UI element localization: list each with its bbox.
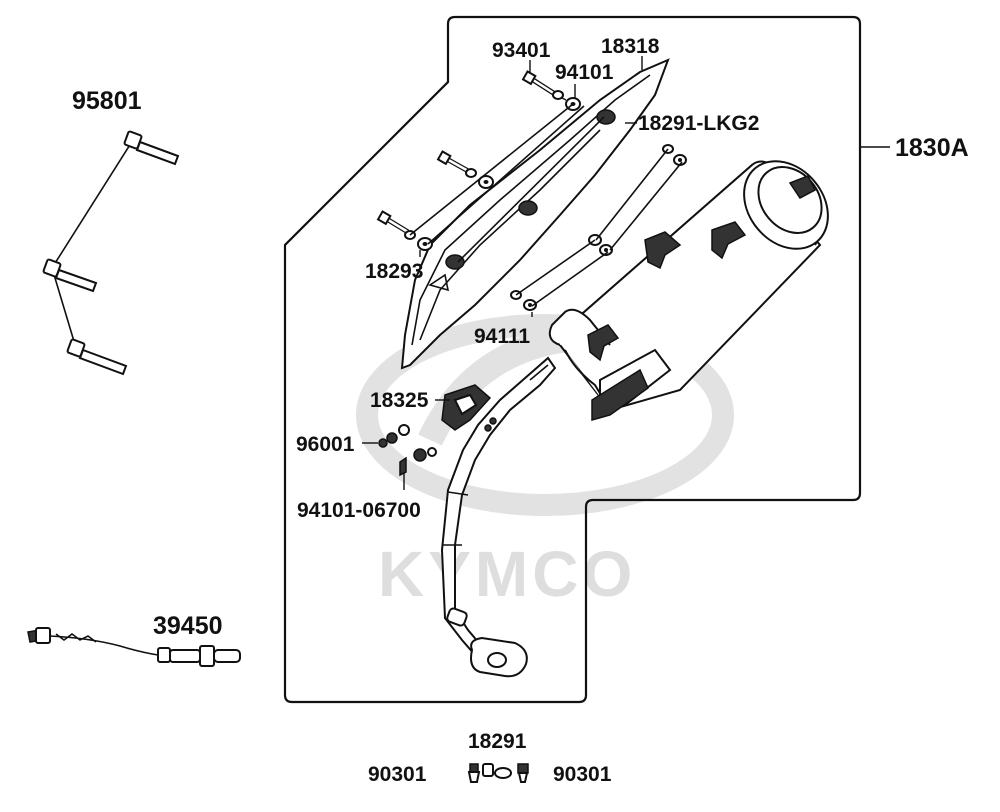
- label-18293: 18293: [365, 260, 423, 283]
- bolt-95801-1: [123, 130, 180, 166]
- bolt-95801-3: [66, 338, 128, 376]
- label-94101: 94101: [555, 61, 614, 84]
- label-90301-right: 90301: [553, 763, 612, 786]
- bolt-93401-mid: [436, 150, 494, 189]
- label-94101-06700: 94101-06700: [297, 499, 421, 522]
- alignment-lines-shield: [409, 103, 605, 263]
- label-18318: 18318: [601, 35, 660, 58]
- label-39450: 39450: [153, 612, 223, 640]
- grommet-18291-lkg2: [510, 144, 687, 311]
- label-18291: 18291: [468, 730, 527, 753]
- leader-lines: [362, 56, 890, 490]
- heat-shield: [400, 58, 670, 370]
- bottom-hardware: [467, 763, 529, 783]
- bolt-95801-2: [42, 258, 98, 293]
- label-93401: 93401: [492, 39, 551, 62]
- bolt-93401-low: [376, 210, 433, 251]
- assembly-boundary-1830a: [283, 15, 862, 704]
- part-labels: 95801 93401 18318 94101 18291-LKG2 1830A…: [72, 35, 969, 786]
- label-96001: 96001: [296, 433, 355, 456]
- bracket-18325: [441, 384, 492, 431]
- oxygen-sensor-39450: [27, 627, 241, 667]
- label-95801: 95801: [72, 87, 142, 115]
- label-94111: 94111: [474, 325, 530, 348]
- bolts-96001: [378, 424, 437, 477]
- label-90301-left: 90301: [368, 763, 427, 786]
- exhaust-pipe: [440, 356, 557, 678]
- label-18291-lkg2: 18291-LKG2: [638, 112, 759, 135]
- label-1830a: 1830A: [895, 134, 969, 162]
- label-18325: 18325: [370, 389, 429, 412]
- bolts-95801: [42, 130, 180, 376]
- kymco-watermark-text: KYMCO: [378, 538, 636, 610]
- muffler: [548, 160, 829, 421]
